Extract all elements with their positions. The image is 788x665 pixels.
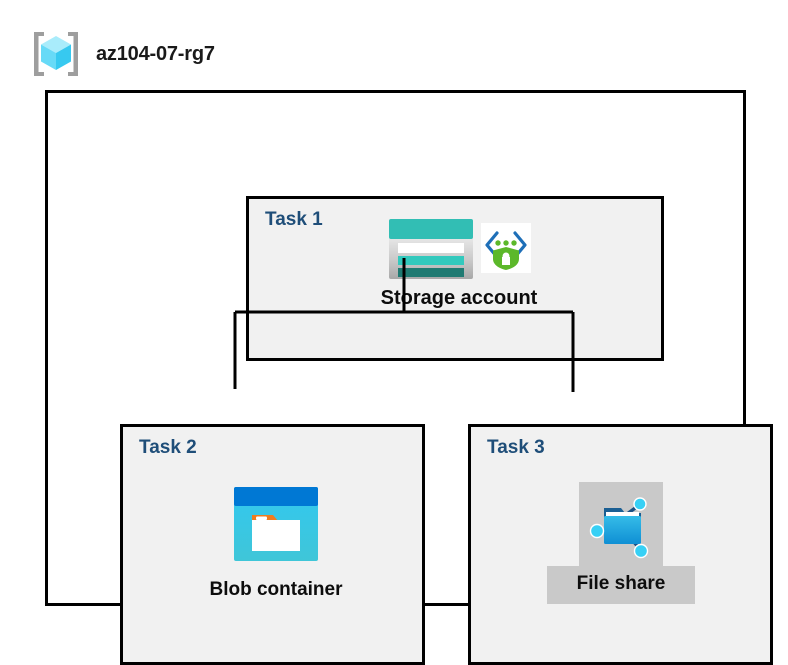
storage-security-shield-icon: [481, 223, 531, 273]
blob-container-icon: [234, 487, 318, 561]
resource-group-name: az104-07-rg7: [96, 42, 215, 65]
task-1-box: Task 1: [246, 196, 664, 361]
blob-container-caption: Blob container: [209, 579, 343, 600]
file-share-icon: [589, 497, 649, 559]
file-share-caption: File share: [576, 573, 666, 594]
task-2-label: Task 2: [139, 437, 197, 458]
resource-group-cube-icon: [34, 32, 78, 76]
storage-account-node: Storage account: [344, 217, 574, 310]
storage-icon-row: [387, 217, 531, 281]
task-3-label: Task 3: [487, 437, 545, 458]
file-share-icon-plate: [579, 482, 663, 566]
file-share-caption-plate: File share: [546, 566, 696, 604]
task-2-box: Task 2 Blob container: [120, 424, 425, 665]
task-1-label: Task 1: [265, 209, 323, 230]
resource-group-container: Task 1: [45, 90, 773, 665]
resource-group-header: az104-07-rg7: [30, 28, 215, 80]
storage-account-caption: Storage account: [380, 287, 538, 309]
blob-container-node: Blob container: [161, 485, 391, 601]
file-share-node: File share: [501, 482, 741, 604]
task-3-box: Task 3: [468, 424, 773, 665]
storage-account-icon: [389, 219, 473, 279]
